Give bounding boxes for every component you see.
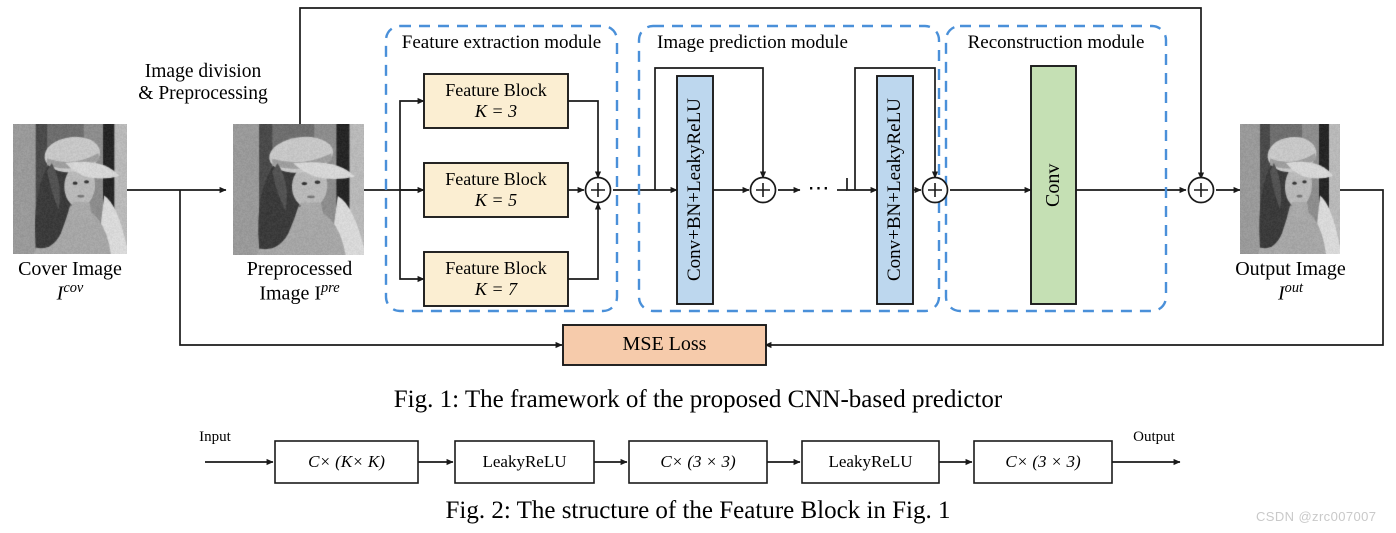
- feature-block-k3-label: Feature Block K = 3: [424, 74, 568, 128]
- edge-fe-in-k3: [400, 101, 424, 190]
- output-image-label-line1: Output Image: [1212, 258, 1369, 280]
- preprocessing-annotation: Image division & Preprocessing: [108, 61, 298, 105]
- figure2-input-label: Input: [180, 429, 250, 446]
- edge-fe-in-k7: [400, 190, 424, 279]
- adder-prediction-2: [923, 178, 948, 203]
- cover-image-label-line1: Cover Image: [0, 258, 140, 280]
- preprocessing-annotation-line2: & Preprocessing: [108, 83, 298, 105]
- figure2-caption: Fig. 2: The structure of the Feature Blo…: [0, 497, 1396, 525]
- adder-prediction-1: [751, 178, 776, 203]
- module-title-image-prediction: Image prediction module: [645, 32, 947, 53]
- figure2-output-label: Output: [1115, 429, 1193, 446]
- figure1-caption: Fig. 1: The framework of the proposed CN…: [0, 386, 1396, 414]
- output-image: [1240, 124, 1340, 254]
- figure2-block-3-label: LeakyReLU: [802, 441, 939, 483]
- preprocessed-image-label: Preprocessed Image Ipre: [222, 258, 377, 305]
- adder-feature-extraction: [586, 178, 611, 203]
- prediction-block-1-label: Conv+BN+LeakyReLU: [677, 76, 713, 304]
- feature-block-k7-line2: K = 7: [475, 279, 517, 300]
- feature-block-k3-line1: Feature Block: [445, 80, 546, 101]
- feature-block-k3-line2: K = 3: [475, 101, 517, 122]
- cover-image-label-line2: Icov: [0, 280, 140, 305]
- watermark: CSDN @zrc007007: [1256, 509, 1376, 524]
- preprocessed-image: [233, 124, 364, 255]
- edge-fe-out-k3: [568, 101, 598, 178]
- figure2-block-0-label: C× (K× K): [275, 441, 418, 483]
- cover-image-label: Cover Image Icov: [0, 258, 140, 305]
- prediction-ellipsis: ⋯: [798, 176, 840, 201]
- mse-loss-label: MSE Loss: [563, 325, 766, 365]
- adder-global-skip: [1189, 178, 1214, 203]
- edge-fe-out-k7: [568, 203, 598, 279]
- prediction-block-2-label: Conv+BN+LeakyReLU: [877, 76, 913, 304]
- module-title-feature-extraction: Feature extraction module: [386, 32, 617, 53]
- figure2-block-1-label: LeakyReLU: [455, 441, 594, 483]
- figure2-block-2-label: C× (3 × 3): [629, 441, 767, 483]
- edge-ellipsis-to-pred2: [847, 178, 877, 190]
- output-image-label: Output Image Iout: [1212, 258, 1369, 305]
- output-image-label-line2: Iout: [1212, 280, 1369, 305]
- figure2-block-4-label: C× (3 × 3): [974, 441, 1112, 483]
- reconstruction-conv-label: Conv: [1031, 66, 1076, 304]
- cover-image: [13, 124, 127, 254]
- feature-block-k5-line1: Feature Block: [445, 169, 546, 190]
- feature-block-k7-line1: Feature Block: [445, 258, 546, 279]
- preprocessed-image-label-line2: Image Ipre: [222, 280, 377, 305]
- feature-block-k5-line2: K = 5: [475, 190, 517, 211]
- preprocessing-annotation-line1: Image division: [108, 61, 298, 83]
- module-title-reconstruction: Reconstruction module: [946, 32, 1166, 53]
- feature-block-k5-label: Feature Block K = 5: [424, 163, 568, 217]
- preprocessed-image-label-line1: Preprocessed: [222, 258, 377, 280]
- feature-block-k7-label: Feature Block K = 7: [424, 252, 568, 306]
